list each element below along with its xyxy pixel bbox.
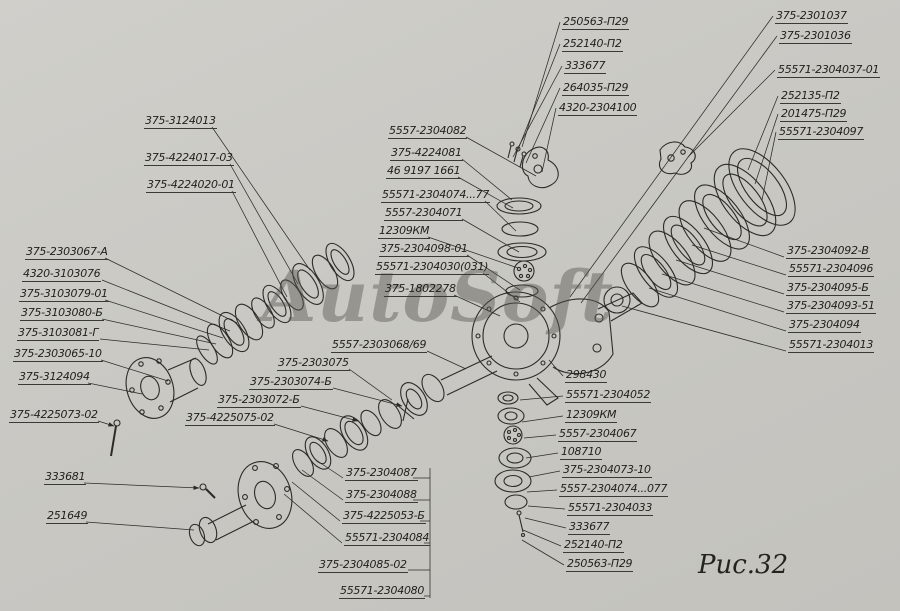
part-label: 375-4224020-01 [146, 178, 236, 194]
part-label: 375-4224017-03 [144, 151, 234, 167]
part-label: 252140-П2 [563, 538, 624, 554]
part-label: 250563-П29 [566, 557, 634, 573]
hub-flange [188, 461, 293, 547]
hub-ring-stack [291, 409, 382, 477]
part-label: 55571-2304096 [788, 262, 875, 278]
part-label: 375-3103080-Б [20, 306, 104, 322]
part-label: 375-4225075-02 [185, 411, 275, 427]
part-label: 375-2304098-01 [379, 242, 469, 258]
part-label: 5557-2303068/69 [331, 338, 428, 354]
part-label: 46 9197 1661 [386, 164, 462, 180]
part-label: 375-3103079-01 [19, 287, 109, 303]
part-label: 375-3103081-Г [17, 326, 100, 342]
small-bolt [199, 483, 216, 499]
part-label: 375-3124094 [18, 370, 91, 386]
left-flange [125, 357, 207, 419]
part-label: 375-2304085-02 [318, 558, 408, 574]
part-label: 375-4224081 [390, 146, 463, 162]
part-label: 55571-2304084 [344, 531, 431, 547]
part-label: 55571-2304080 [339, 584, 426, 600]
part-label: 333677 [564, 59, 607, 75]
part-label: 375-2304088 [345, 488, 418, 504]
bearing-ring-stack [196, 242, 355, 365]
part-label: 375-2303065-10 [13, 347, 103, 363]
part-label: 375-2304092-В [786, 244, 870, 260]
part-label: 55571-2304033 [567, 501, 654, 517]
figure-caption: Рис.32 [698, 550, 789, 580]
part-label: 4320-2304100 [558, 101, 638, 117]
part-label: 251649 [46, 509, 89, 525]
part-label: 252140-П2 [562, 37, 623, 53]
part-label: 375-2304087 [345, 466, 418, 482]
part-label: 55571-2304030(031) [375, 260, 490, 276]
part-label: 108710 [560, 445, 603, 461]
part-label: 375-4225053-Б [342, 509, 426, 525]
part-label: 375-2304095-Б [786, 281, 870, 297]
u-joint-shaft [378, 355, 498, 429]
part-label: 55571-2304074...77 [381, 188, 491, 204]
steering-lever [507, 141, 559, 189]
part-label: 5557-2304074...077 [559, 482, 669, 498]
mount-bracket [658, 141, 696, 175]
part-label: 55571-2304097 [778, 125, 865, 141]
part-label: 12309КМ [565, 408, 618, 424]
part-label: 201475-П29 [780, 107, 848, 123]
leader-lines [83, 15, 787, 598]
part-label: 375-2304093-51 [786, 299, 876, 315]
part-label: 375-2301036 [779, 29, 852, 45]
part-label: 55571-2304037-01 [777, 63, 881, 79]
axle-spring-drum [603, 148, 796, 314]
part-label: 5557-2304071 [384, 206, 464, 222]
part-label: 5557-2304067 [558, 427, 638, 443]
part-label: 4320-3103076 [22, 267, 102, 283]
part-label: 375-1802278 [384, 282, 457, 298]
knuckle-housing [471, 291, 643, 406]
part-label: 375-2303067-А [25, 245, 109, 261]
part-label: 55571-2304013 [788, 338, 875, 354]
part-label: 375-2303072-Б [217, 393, 301, 409]
part-label: 375-4225073-02 [9, 408, 99, 424]
part-label: 5557-2304082 [388, 124, 468, 140]
upper-kingpin-parts [496, 197, 547, 298]
part-label: 375-3124013 [144, 114, 217, 130]
part-label: 252135-П2 [780, 89, 841, 105]
part-label: 333681 [44, 470, 87, 486]
part-label: 375-2304094 [788, 318, 861, 334]
part-label: 298430 [565, 368, 608, 384]
part-label: 55571-2304052 [565, 388, 652, 404]
part-label: 375-2301037 [775, 9, 848, 25]
part-label: 250563-П29 [562, 15, 630, 31]
part-label: 12309КМ [378, 224, 431, 240]
part-label: 375-2304073-10 [562, 463, 652, 479]
lower-kingpin-parts [494, 391, 532, 538]
part-label: 375-2303074-Б [249, 375, 333, 391]
part-label: 264035-П29 [562, 81, 630, 97]
part-label: 333677 [568, 520, 611, 536]
part-label: 375-2303075 [277, 356, 350, 372]
